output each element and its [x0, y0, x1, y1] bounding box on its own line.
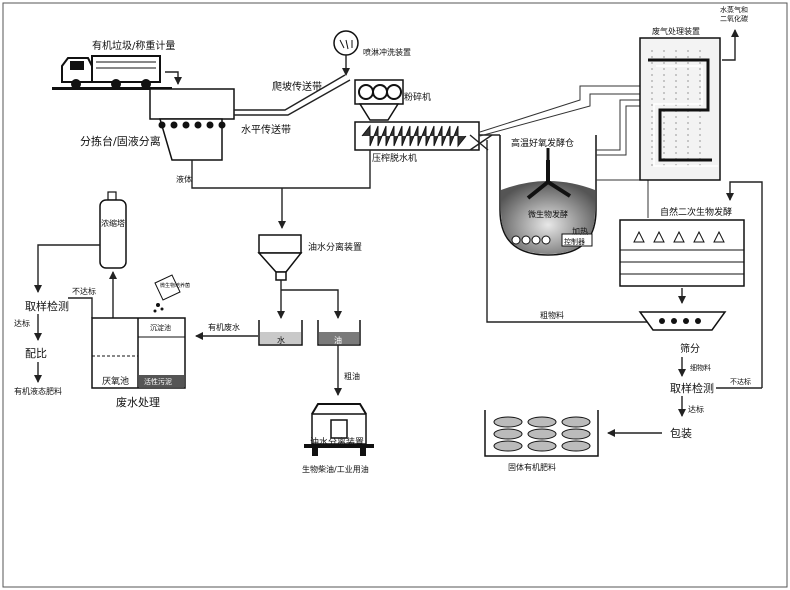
- liquid-line: [191, 150, 371, 189]
- heating-label: 加热: [572, 226, 588, 236]
- oil-water-sep-label: 油水分离装置: [308, 241, 362, 253]
- truck-icon: [52, 55, 172, 90]
- biodiesel-device-label: 油水分离装置: [310, 436, 364, 448]
- solid-fertilizer-box: [484, 410, 599, 457]
- wastewater-treatment-tanks: [91, 317, 186, 389]
- fermenter-label: 高温好氧发酵仓: [511, 137, 574, 149]
- gas-treatment-device: [639, 29, 739, 181]
- gas-treatment-label: 废气处理装置: [652, 26, 700, 36]
- concentrator-tower: [99, 191, 127, 269]
- crude-oil-label: 粗油: [344, 371, 360, 381]
- screw-press: [354, 121, 480, 151]
- bio-chem-label: 微生物培养菌: [160, 282, 190, 289]
- sediment-tank-label: 沉淀池: [150, 323, 171, 332]
- liquid-label: 液体: [176, 174, 192, 184]
- horizontal-belt: [234, 74, 346, 111]
- liquid-fertilizer-label: 有机液态肥料: [14, 386, 62, 396]
- screening-label: 筛分: [680, 342, 700, 355]
- truck-label: 有机垃圾/称重计量: [92, 39, 175, 52]
- unqualified-left-label: 不达标: [72, 286, 96, 296]
- horizontal-belt-label: 水平传送带: [241, 123, 291, 136]
- dewater-label: 压榨脱水机: [372, 152, 417, 164]
- unqualified-right-label: 不达标: [730, 377, 751, 386]
- concentrator-label: 浓缩塔: [101, 218, 125, 228]
- controller-label: 控制器: [564, 237, 585, 246]
- crusher-label: 粉碎机: [404, 91, 431, 103]
- oil-water-separator: [257, 234, 303, 281]
- fermenter: [499, 135, 597, 256]
- arrow-unqualified-return: [726, 181, 763, 388]
- solid-fertilizer-label: 固体有机肥料: [508, 462, 556, 472]
- activated-sludge-label: 活性污泥: [144, 377, 172, 386]
- wastewater-treatment-label: 废水处理: [116, 395, 160, 409]
- gas-out-label: 水蒸气和二氧化碳: [720, 5, 748, 23]
- biodiesel-out-label: 生物柴油/工业用油: [302, 464, 369, 474]
- screen-device: [638, 311, 727, 331]
- water-label: 水: [277, 335, 285, 345]
- coarse-return-line: [486, 140, 648, 323]
- climb-belt-label: 爬坡传送带: [272, 80, 322, 93]
- sampling-left-label: 取样检测: [25, 299, 69, 313]
- organic-wastewater-label: 有机废水: [208, 322, 240, 332]
- anaerobic-tank-label: 厌氧池: [102, 375, 129, 387]
- oil-label: 油: [334, 335, 342, 345]
- mix-label: 配比: [25, 347, 47, 360]
- fine-label: 细物料: [690, 363, 711, 372]
- qualified-right-label: 达标: [688, 404, 704, 414]
- packaging-label: 包装: [670, 427, 692, 440]
- microbe-ferment-label: 微生物发酵: [528, 209, 568, 219]
- secondary-fermentation-unit: [619, 219, 745, 287]
- arrow-truck-to-sorting: [165, 71, 182, 85]
- coarse-label: 粗物料: [540, 310, 564, 320]
- spray-label: 喷淋冲洗装置: [363, 47, 411, 57]
- arrow-concentrator-to-sampling: [34, 244, 100, 293]
- sorting-hopper: [149, 88, 235, 161]
- biodiesel-device-icon: [304, 403, 374, 456]
- water-tank: [258, 320, 303, 346]
- oil-tank: [317, 320, 361, 346]
- secondary-ferment-label: 自然二次生物发酵: [660, 206, 732, 218]
- sampling-right-label: 取样检测: [670, 381, 714, 395]
- spray-device-icon: [333, 30, 359, 76]
- gas-pipe-1: [479, 85, 640, 133]
- microbe-packet-icon: [153, 274, 181, 313]
- sorting-label: 分拣台/固液分离: [80, 134, 161, 148]
- crusher-icon: [354, 79, 404, 121]
- qualified-left-label: 达标: [14, 318, 30, 328]
